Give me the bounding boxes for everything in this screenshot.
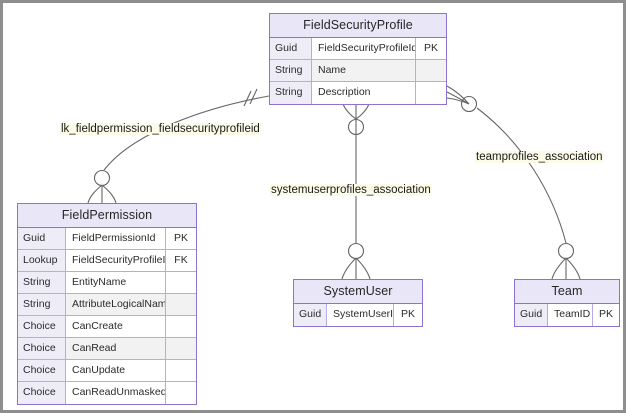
attribute-name: CanCreate — [66, 316, 166, 337]
attribute-row[interactable]: Guid SystemUserId PK — [294, 304, 422, 326]
attribute-row[interactable]: Lookup FieldSecurityProfileId FK — [18, 250, 196, 272]
attribute-name: Name — [312, 60, 416, 81]
cardinality-many-team-top — [446, 85, 470, 105]
entity-title-fieldpermission: FieldPermission — [18, 204, 196, 228]
attribute-key — [166, 272, 196, 293]
attribute-row[interactable]: Guid FieldPermissionId PK — [18, 228, 196, 250]
cardinality-zero-lk — [93, 169, 111, 187]
cardinality-zero-su-bottom — [347, 242, 365, 260]
relationship-label-teamprofiles-association[interactable]: teamprofiles_association — [475, 151, 604, 163]
cardinality-zero-team-top — [460, 95, 478, 113]
attribute-name: CanRead — [66, 338, 166, 359]
attribute-row[interactable]: Choice CanRead — [18, 338, 196, 360]
attribute-name: FieldSecurityProfileId — [66, 250, 166, 271]
attribute-row[interactable]: Guid TeamID PK — [515, 304, 619, 326]
attribute-key — [166, 294, 196, 315]
attribute-name: FieldSecurityProfileId — [312, 38, 416, 59]
attribute-row[interactable]: Choice CanCreate — [18, 316, 196, 338]
attribute-type: Guid — [270, 38, 312, 59]
attribute-key: PK — [173, 232, 188, 244]
attribute-key — [166, 338, 196, 359]
attribute-key — [166, 316, 196, 337]
attribute-row[interactable]: String Description — [270, 82, 446, 104]
relationship-label-lk-fieldpermission-fieldsecurityprofileid[interactable]: lk_fieldpermission_fieldsecurityprofilei… — [60, 123, 261, 135]
attribute-row[interactable]: String AttributeLogicalName — [18, 294, 196, 316]
cardinality-many-su-top — [342, 103, 370, 120]
attribute-key — [166, 360, 196, 381]
attribute-type: String — [270, 82, 312, 104]
entity-title-fieldsecurityprofile: FieldSecurityProfile — [270, 14, 446, 38]
attribute-name: FieldPermissionId — [66, 228, 166, 249]
attribute-key: PK — [400, 308, 415, 320]
entity-fieldsecurityprofile[interactable]: FieldSecurityProfile Guid FieldSecurityP… — [269, 13, 447, 105]
attribute-key: PK — [598, 308, 613, 320]
attribute-type: String — [18, 272, 66, 293]
attribute-type: String — [18, 294, 66, 315]
cardinality-zero-su-top — [347, 118, 365, 136]
attribute-type: Guid — [18, 228, 66, 249]
attribute-key: FK — [174, 254, 188, 266]
attribute-row[interactable]: Guid FieldSecurityProfileId PK — [270, 38, 446, 60]
attribute-key — [166, 382, 196, 404]
attribute-type: Lookup — [18, 250, 66, 271]
attribute-type: Choice — [18, 360, 66, 381]
attribute-key: PK — [423, 42, 438, 54]
attribute-name: Description — [312, 82, 416, 104]
attribute-name: EntityName — [66, 272, 166, 293]
relationship-label-systemuserprofiles-association[interactable]: systemuserprofiles_association — [270, 184, 432, 196]
attribute-row[interactable]: Choice CanUpdate — [18, 360, 196, 382]
cardinality-exactly-one-lk — [243, 88, 258, 107]
attribute-key — [416, 60, 446, 81]
entity-fieldpermission[interactable]: FieldPermission Guid FieldPermissionId P… — [17, 203, 197, 405]
entity-systemuser[interactable]: SystemUser Guid SystemUserId PK — [293, 279, 423, 327]
connector-teamprofiles — [476, 107, 567, 244]
attribute-row[interactable]: String Name — [270, 60, 446, 82]
cardinality-many-su-bottom — [341, 257, 371, 280]
entity-title-systemuser: SystemUser — [294, 280, 422, 304]
cardinality-many-lk — [87, 184, 117, 204]
attribute-name: TeamID — [548, 304, 593, 326]
attribute-key — [416, 82, 446, 104]
attribute-row[interactable]: String EntityName — [18, 272, 196, 294]
attribute-type: Guid — [515, 304, 548, 326]
attribute-type: Choice — [18, 382, 66, 404]
attribute-type: String — [270, 60, 312, 81]
attribute-name: AttributeLogicalName — [66, 294, 166, 315]
attribute-type: Choice — [18, 338, 66, 359]
attribute-name: CanReadUnmasked — [66, 382, 166, 404]
entity-title-team: Team — [515, 280, 619, 304]
attribute-type: Guid — [294, 304, 327, 326]
attribute-row[interactable]: Choice CanReadUnmasked — [18, 382, 196, 404]
attribute-name: CanUpdate — [66, 360, 166, 381]
attribute-type: Choice — [18, 316, 66, 337]
cardinality-many-team-bottom — [551, 257, 581, 280]
entity-team[interactable]: Team Guid TeamID PK — [514, 279, 620, 327]
cardinality-zero-team-bottom — [557, 242, 575, 260]
attribute-name: SystemUserId — [327, 304, 394, 326]
